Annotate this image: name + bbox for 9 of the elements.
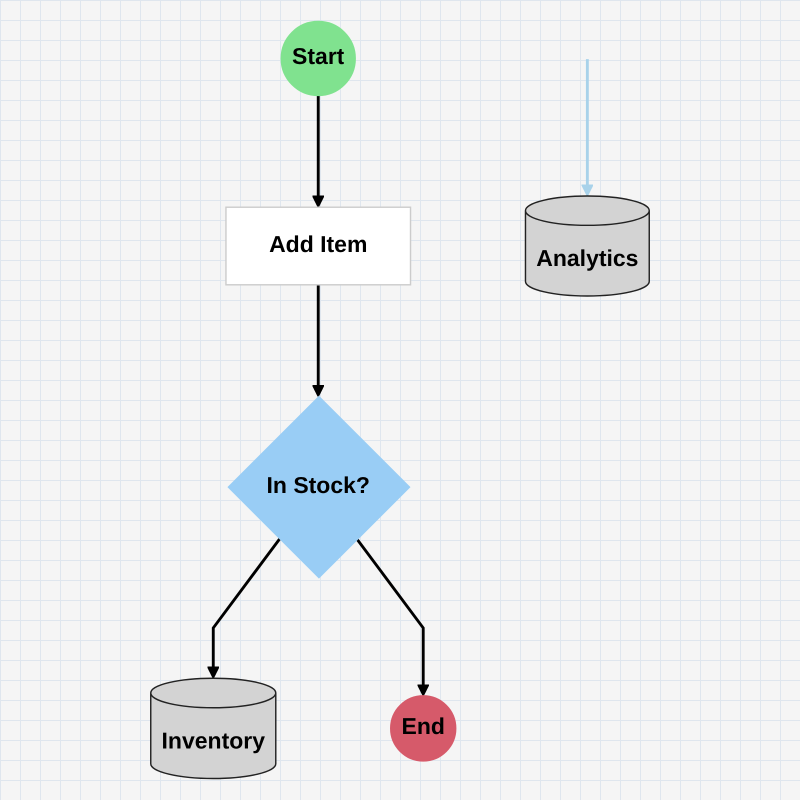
node-circle: Start (280, 20, 356, 96)
arrow (581, 59, 594, 197)
node-diamond: In Stock? (227, 396, 410, 579)
node-circle: End (390, 695, 456, 762)
node-box: Add Item (225, 206, 412, 286)
arrow (356, 538, 430, 696)
arrow (312, 95, 325, 208)
arrow (312, 284, 325, 398)
arrow (206, 538, 281, 679)
